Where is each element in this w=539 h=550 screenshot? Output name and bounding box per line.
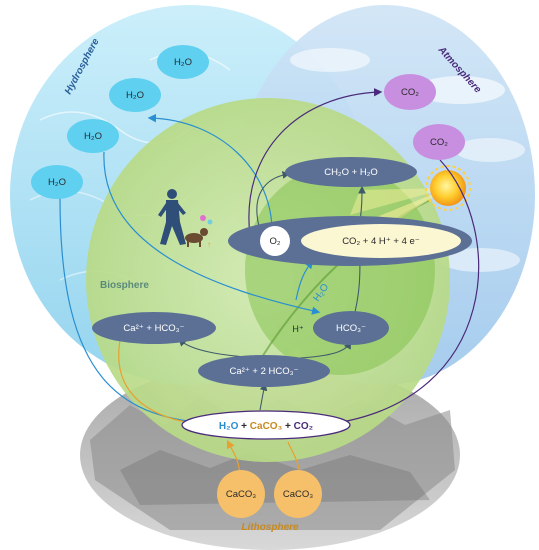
- svg-text:H₂O: H₂O: [174, 57, 192, 68]
- svg-text:Ca²⁺ + 2 HCO₃⁻: Ca²⁺ + 2 HCO₃⁻: [229, 366, 298, 377]
- svg-text:H₂O: H₂O: [84, 131, 102, 142]
- co2-node-2: CO₂: [413, 124, 465, 160]
- water-node-1: H₂O: [157, 45, 209, 79]
- node-ca-hco3: Ca²⁺ + HCO₃⁻: [92, 312, 216, 344]
- node-h-plus: H⁺: [292, 324, 303, 334]
- atmo-arrows: [248, 88, 480, 428]
- node-ch2o: CH₂O + H₂O: [285, 157, 417, 187]
- svg-text:H₂O: H₂O: [48, 177, 66, 188]
- person-dog-icon: [158, 189, 186, 245]
- svg-text:CaCO₃: CaCO₃: [283, 489, 313, 500]
- svg-text:H₂O + CaCO₃ + CO₂: H₂O + CaCO₃ + CO₂: [219, 421, 313, 432]
- svg-text:CO₂: CO₂: [430, 137, 448, 148]
- central-equation: H₂O + CaCO₃ + CO₂: [181, 410, 351, 440]
- node-ca-2hco3: Ca²⁺ + 2 HCO₃⁻: [198, 355, 330, 387]
- svg-text:O₂: O₂: [269, 236, 280, 247]
- svg-text:CO₂: CO₂: [401, 87, 419, 98]
- svg-text:Ca²⁺ + HCO₃⁻: Ca²⁺ + HCO₃⁻: [123, 323, 184, 334]
- water-node-4: H₂O: [31, 165, 83, 199]
- svg-text:HCO₃⁻: HCO₃⁻: [336, 323, 366, 334]
- lithosphere-label: Lithosphere: [241, 522, 299, 533]
- rock-node-2: CaCO₃: [274, 470, 322, 518]
- node-hco3: HCO₃⁻: [313, 311, 389, 345]
- node-photosynthesis: O₂ CO₂ + 4 H⁺ + 4 e⁻: [228, 216, 472, 266]
- svg-text:H₂O: H₂O: [126, 90, 144, 101]
- rock-node-1: CaCO₃: [217, 470, 265, 518]
- dog-icon: [185, 228, 208, 247]
- svg-text:Biosphere: Biosphere: [100, 280, 149, 291]
- svg-text:CH₂O + H₂O: CH₂O + H₂O: [324, 167, 378, 178]
- water-node-2: H₂O: [109, 78, 161, 112]
- svg-text:↑: ↑: [207, 240, 211, 249]
- svg-text:H⁺: H⁺: [292, 324, 303, 334]
- svg-text:CaCO₃: CaCO₃: [226, 489, 256, 500]
- biosphere-label: Biosphere: [100, 280, 149, 291]
- bio-arrows: [178, 171, 366, 411]
- flowers-icon: ↑: [200, 215, 213, 249]
- water-node-3: H₂O: [67, 119, 119, 153]
- svg-text:CO₂ + 4 H⁺ + 4 e⁻: CO₂ + 4 H⁺ + 4 e⁻: [342, 236, 420, 247]
- co2-node-1: CO₂: [384, 74, 436, 110]
